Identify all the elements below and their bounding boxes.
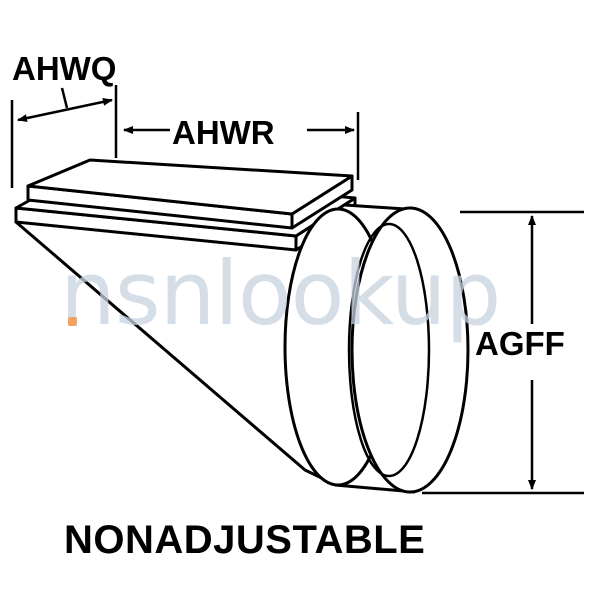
dimension-lines (10, 85, 584, 495)
dimension-label-agff: AGFF (475, 325, 565, 362)
round-collar (283, 203, 470, 494)
dimension-label-ahwr: AHWR (172, 114, 275, 151)
watermark-accent-dot (68, 317, 77, 326)
caption-label: NONADJUSTABLE (64, 518, 426, 562)
dimension-label-ahwq: AHWQ (12, 50, 117, 87)
watermark-text: nsnlookup (60, 242, 501, 345)
